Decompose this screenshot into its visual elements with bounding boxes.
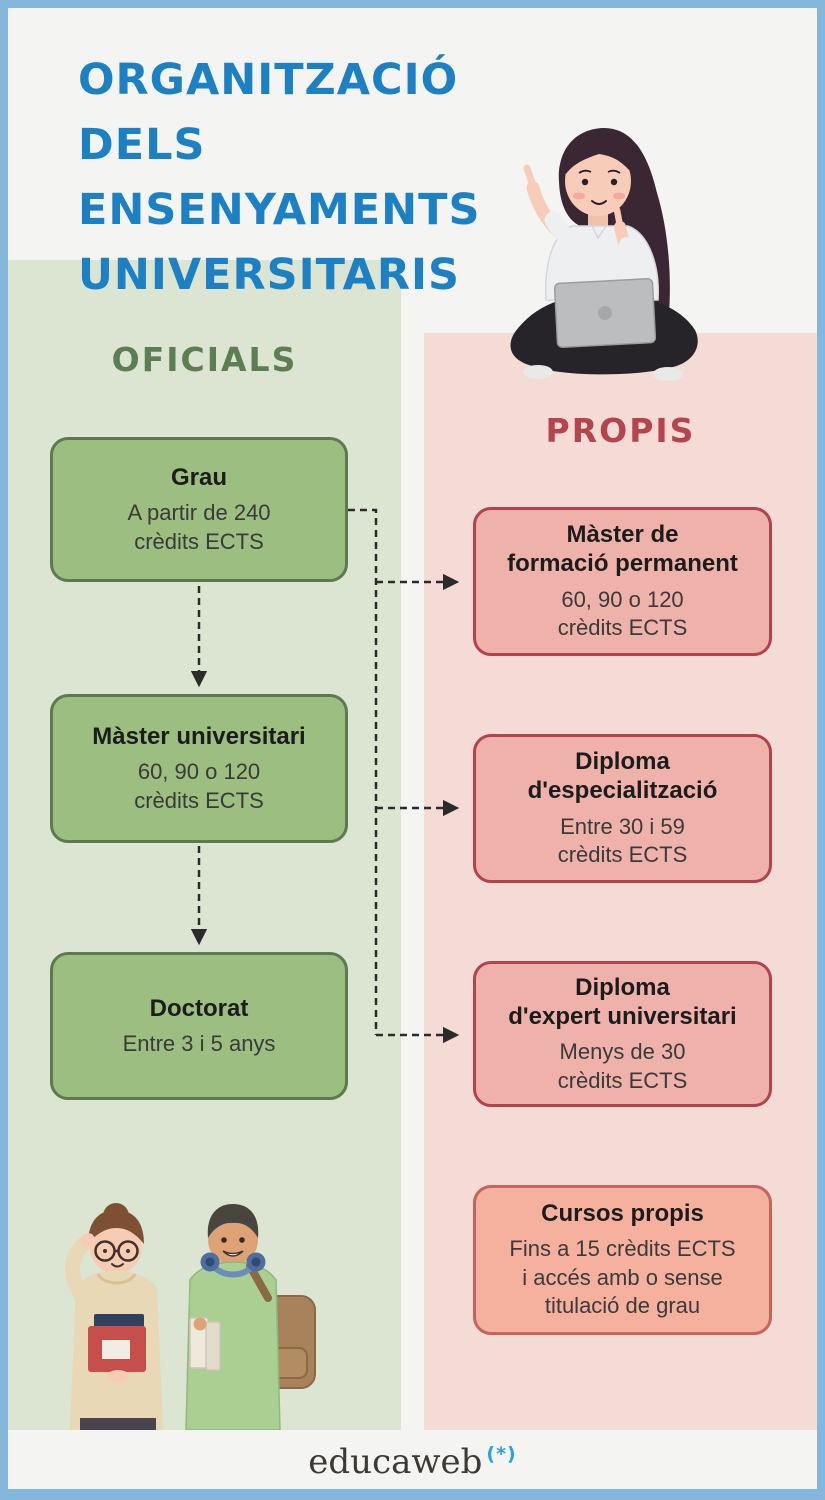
page-title: ORGANITZACIÓ DELS ENSENYAMENTS UNIVERSIT… xyxy=(78,55,481,300)
educaweb-asterisk-mark: (*) xyxy=(486,1443,517,1465)
box-grau-title: Grau xyxy=(170,463,227,491)
oficials-header: OFICIALS xyxy=(111,340,298,379)
box-master-universitari-title: Màster universitari xyxy=(92,722,306,750)
box-master-universitari-body: 60, 90 o 120 crèdits ECTS xyxy=(134,759,264,813)
frame-border-left xyxy=(0,0,8,1500)
woman-with-laptop-illustration xyxy=(480,118,730,395)
box-cursos-propis-body: Fins a 15 crèdits ECTS i accés amb o sen… xyxy=(509,1236,736,1319)
educaweb-logo: educaweb (*) xyxy=(0,1442,825,1482)
box-master-universitari: Màster universitari 60, 90 o 120 crèdits… xyxy=(50,694,348,843)
frame-border-bottom xyxy=(0,1489,825,1500)
box-master-formacio-permanent-title: Màster de formació permanent xyxy=(507,521,738,578)
box-doctorat-body: Entre 3 i 5 anys xyxy=(122,1030,276,1056)
box-diploma-expert-title: Diploma d'expert universitari xyxy=(508,973,737,1030)
box-master-formacio-permanent: Màster de formació permanent 60, 90 o 12… xyxy=(473,507,772,656)
box-doctorat-title: Doctorat xyxy=(149,994,249,1022)
students-illustration xyxy=(28,1196,333,1430)
box-diploma-especialitzacio-body: Entre 30 i 59 crèdits ECTS xyxy=(557,813,688,868)
box-diploma-especialitzacio-title: Diploma d'especialització xyxy=(527,748,718,805)
frame-border-top xyxy=(0,0,825,8)
box-diploma-especialitzacio: Diploma d'especialització Entre 30 i 59 … xyxy=(473,734,772,883)
box-diploma-expert-body: Menys de 30 crèdits ECTS xyxy=(557,1039,688,1093)
box-master-formacio-permanent-body: 60, 90 o 120 crèdits ECTS xyxy=(557,586,688,641)
box-diploma-expert: Diploma d'expert universitari Menys de 3… xyxy=(473,961,772,1107)
box-doctorat: Doctorat Entre 3 i 5 anys xyxy=(50,952,348,1100)
box-grau-body: A partir de 240 crèdits ECTS xyxy=(127,500,271,554)
box-cursos-propis: Cursos propis Fins a 15 crèdits ECTS i a… xyxy=(473,1185,772,1335)
educaweb-logo-text: educaweb xyxy=(308,1442,483,1482)
box-grau: Grau A partir de 240 crèdits ECTS xyxy=(50,437,348,582)
propis-header: PROPIS xyxy=(545,411,696,450)
frame-border-right xyxy=(817,0,825,1500)
box-cursos-propis-title: Cursos propis xyxy=(541,1199,704,1227)
